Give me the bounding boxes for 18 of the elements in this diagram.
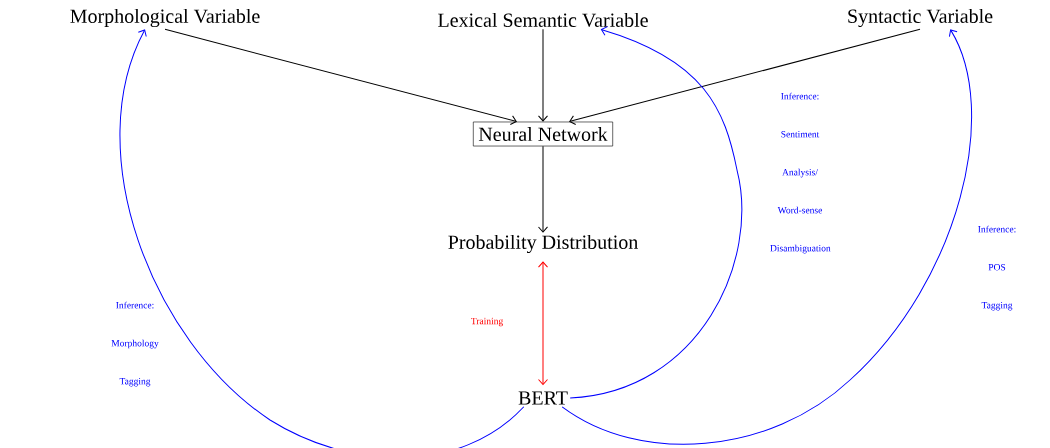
arrow bbox=[538, 28, 548, 122]
edge-label: Inference: Morphology Tagging bbox=[111, 301, 159, 387]
process-box: Neural Network bbox=[473, 121, 613, 147]
arrow bbox=[538, 145, 548, 233]
edge-label: Inference: Sentiment Analysis/ Word-sense Disambiguation bbox=[770, 92, 831, 254]
node-label: Syntactic Variable bbox=[848, 8, 993, 28]
arrow bbox=[569, 26, 743, 399]
node-label: Probability Distribution bbox=[448, 234, 638, 254]
arrow bbox=[538, 261, 548, 385]
node-label: Lexical Semantic Variable bbox=[438, 12, 648, 28]
edge-label: Training bbox=[471, 317, 503, 327]
arrow bbox=[164, 28, 517, 126]
arrow bbox=[119, 29, 525, 448]
edge-label: Inference: POS Tagging bbox=[978, 225, 1016, 311]
arrow bbox=[569, 28, 921, 126]
node-label: BERT bbox=[518, 391, 568, 405]
node-label: Morphological Variable bbox=[70, 8, 260, 28]
arrow bbox=[561, 29, 972, 445]
